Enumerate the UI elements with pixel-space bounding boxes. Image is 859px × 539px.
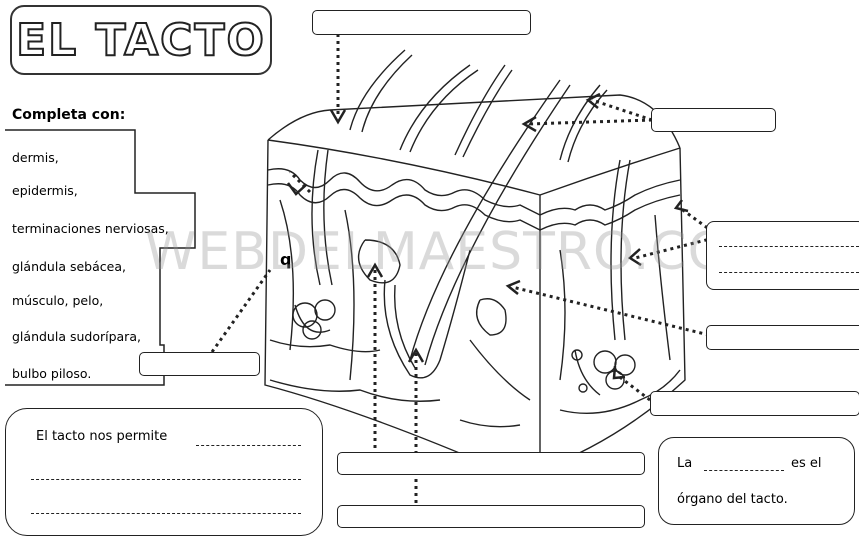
small-mark: q — [280, 250, 292, 269]
answer-box-bottom-1[interactable] — [337, 452, 645, 475]
answer-line[interactable] — [704, 470, 784, 471]
answer-box-top[interactable] — [312, 10, 531, 35]
answer-box-hair-top[interactable] — [651, 108, 776, 132]
answer-box-left[interactable] — [139, 352, 260, 376]
answer-line — [719, 246, 859, 247]
answer-line[interactable] — [196, 445, 301, 446]
organ-sentence-box: La es el órgano del tacto. — [658, 437, 855, 525]
answer-line[interactable] — [31, 479, 301, 480]
answer-line — [719, 272, 859, 273]
organ-sentence-end: es el — [791, 456, 822, 471]
page-title: EL TACTO — [15, 14, 266, 67]
touch-sentence-box: El tacto nos permite — [5, 408, 323, 536]
answer-box-bottom-2[interactable] — [337, 505, 645, 528]
word-bank-item: epidermis, — [12, 183, 78, 198]
word-bank-item: glándula sudorípara, — [12, 329, 141, 344]
answer-box-right-bottom[interactable] — [650, 391, 859, 416]
organ-sentence-line2: órgano del tacto. — [677, 492, 788, 507]
organ-sentence-start: La — [677, 456, 693, 471]
answer-line[interactable] — [31, 513, 301, 514]
word-bank-item: glándula sebácea, — [12, 259, 126, 274]
word-bank-item: músculo, pelo, — [12, 293, 104, 308]
answer-box-right-middle[interactable] — [706, 325, 859, 350]
word-bank-heading: Completa con: — [12, 107, 126, 123]
word-bank-item: dermis, — [12, 150, 59, 165]
word-bank-item: terminaciones nerviosas, — [12, 221, 169, 236]
word-bank-item: bulbo piloso. — [12, 366, 92, 381]
answer-box-right-double[interactable] — [706, 221, 859, 290]
title-box: EL TACTO — [10, 5, 272, 75]
touch-sentence-prefix: El tacto nos permite — [36, 429, 168, 444]
watermark-text: WEBDELMAESTRO.COM — [145, 222, 776, 282]
